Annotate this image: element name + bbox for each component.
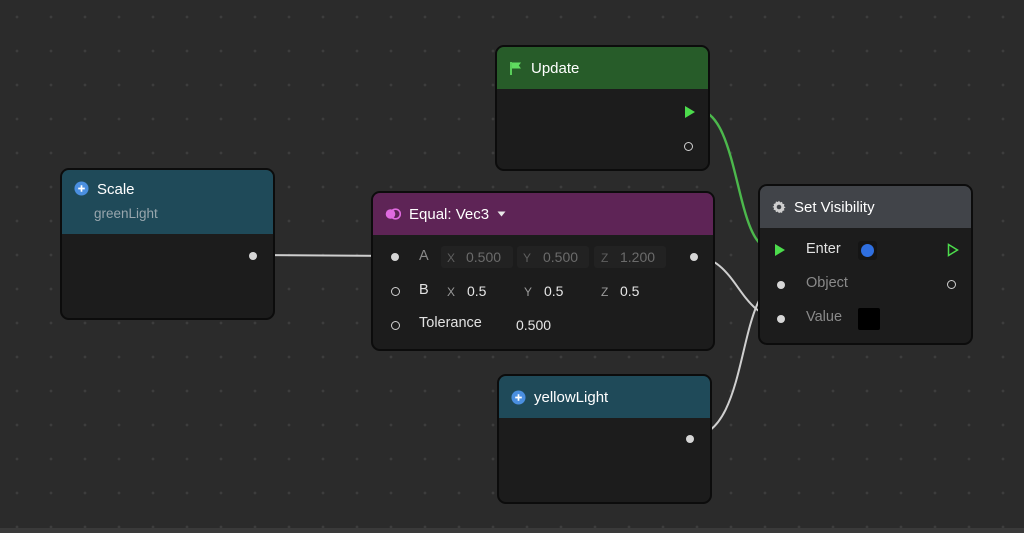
equal-b-input-pin[interactable] [391,287,400,296]
equal-a-y-value: 0.500 [543,249,579,265]
set-visibility-node[interactable]: Set Visibility Enter Object Value [758,184,973,345]
equal-a-x-field [441,246,513,268]
set-visibility-value-in-pin[interactable] [777,315,785,323]
equal-b-x-value[interactable]: 0.5 [467,283,487,299]
equal-b-z-axis: Z [601,285,609,299]
equal-a-z-axis: Z [601,251,609,265]
update-node-header[interactable]: Update [497,47,708,89]
equal-a-x-value: 0.500 [466,249,502,265]
equal-node-title: Equal: Vec3 [409,205,490,223]
update-output-pin[interactable] [684,142,693,151]
equal-a-z-field [594,246,666,268]
equal-a-z-value: 1.200 [620,249,656,265]
scale-node-subtitle: greenLight [94,206,158,221]
equal-node-header[interactable]: Equal: Vec3 [373,193,713,235]
equal-tolerance-input-pin[interactable] [391,321,400,330]
equal-a-y-field [517,246,589,268]
set-visibility-object-in-pin[interactable] [777,281,785,289]
update-exec-out-pin[interactable] [684,105,696,119]
yellowlight-node[interactable]: yellowLight [497,374,712,504]
equal-b-z-value[interactable]: 0.5 [620,283,640,299]
flag-icon [509,61,523,76]
set-visibility-value-label: Value [806,309,843,325]
equal-output-pin[interactable] [690,253,698,261]
equal-b-x-axis: X [447,285,456,299]
update-node[interactable]: Update [495,45,710,171]
set-visibility-enter-label: Enter [806,241,841,257]
plus-circle-icon [74,181,89,196]
scale-node-header[interactable]: Scale [62,170,273,234]
canvas-bottom-bar [0,528,1024,533]
scale-node[interactable]: Scale greenLight [60,168,275,320]
gear-icon [772,200,786,214]
plus-circle-icon [511,389,526,405]
yellowlight-node-header[interactable]: yellowLight [499,376,710,418]
equal-b-label: B [419,282,429,298]
set-visibility-exec-out-pin[interactable] [947,243,959,257]
set-visibility-enter-in-pin[interactable] [774,243,786,257]
yellowlight-output-pin[interactable] [686,435,694,443]
equal-tolerance-label: Tolerance [419,315,482,331]
equal-a-y-axis: Y [523,251,532,265]
equal-b-y-axis: Y [524,285,533,299]
set-visibility-output-pin[interactable] [947,280,956,289]
equal-tolerance-value[interactable]: 0.500 [516,317,552,333]
scale-output-pin[interactable] [249,252,257,260]
equal-a-label: A [419,248,429,264]
yellowlight-node-title: yellowLight [534,388,609,406]
equal-a-input-pin[interactable] [391,253,399,261]
set-visibility-header[interactable]: Set Visibility [760,186,971,228]
equal-compare-icon [385,208,401,220]
equal-b-y-value[interactable]: 0.5 [544,283,564,299]
equal-vec3-node[interactable]: Equal: Vec3 A X 0.500 Y 0.500 Z 1.200 B … [371,191,715,351]
set-visibility-title: Set Visibility [794,198,875,216]
set-visibility-object-label: Object [806,275,848,291]
scale-node-title: Scale [97,181,135,198]
enter-toggle-dot[interactable] [858,241,877,260]
update-node-title: Update [531,59,580,77]
value-color-swatch[interactable] [858,308,880,330]
equal-a-x-axis: X [447,251,456,265]
chevron-down-icon[interactable] [497,211,506,217]
